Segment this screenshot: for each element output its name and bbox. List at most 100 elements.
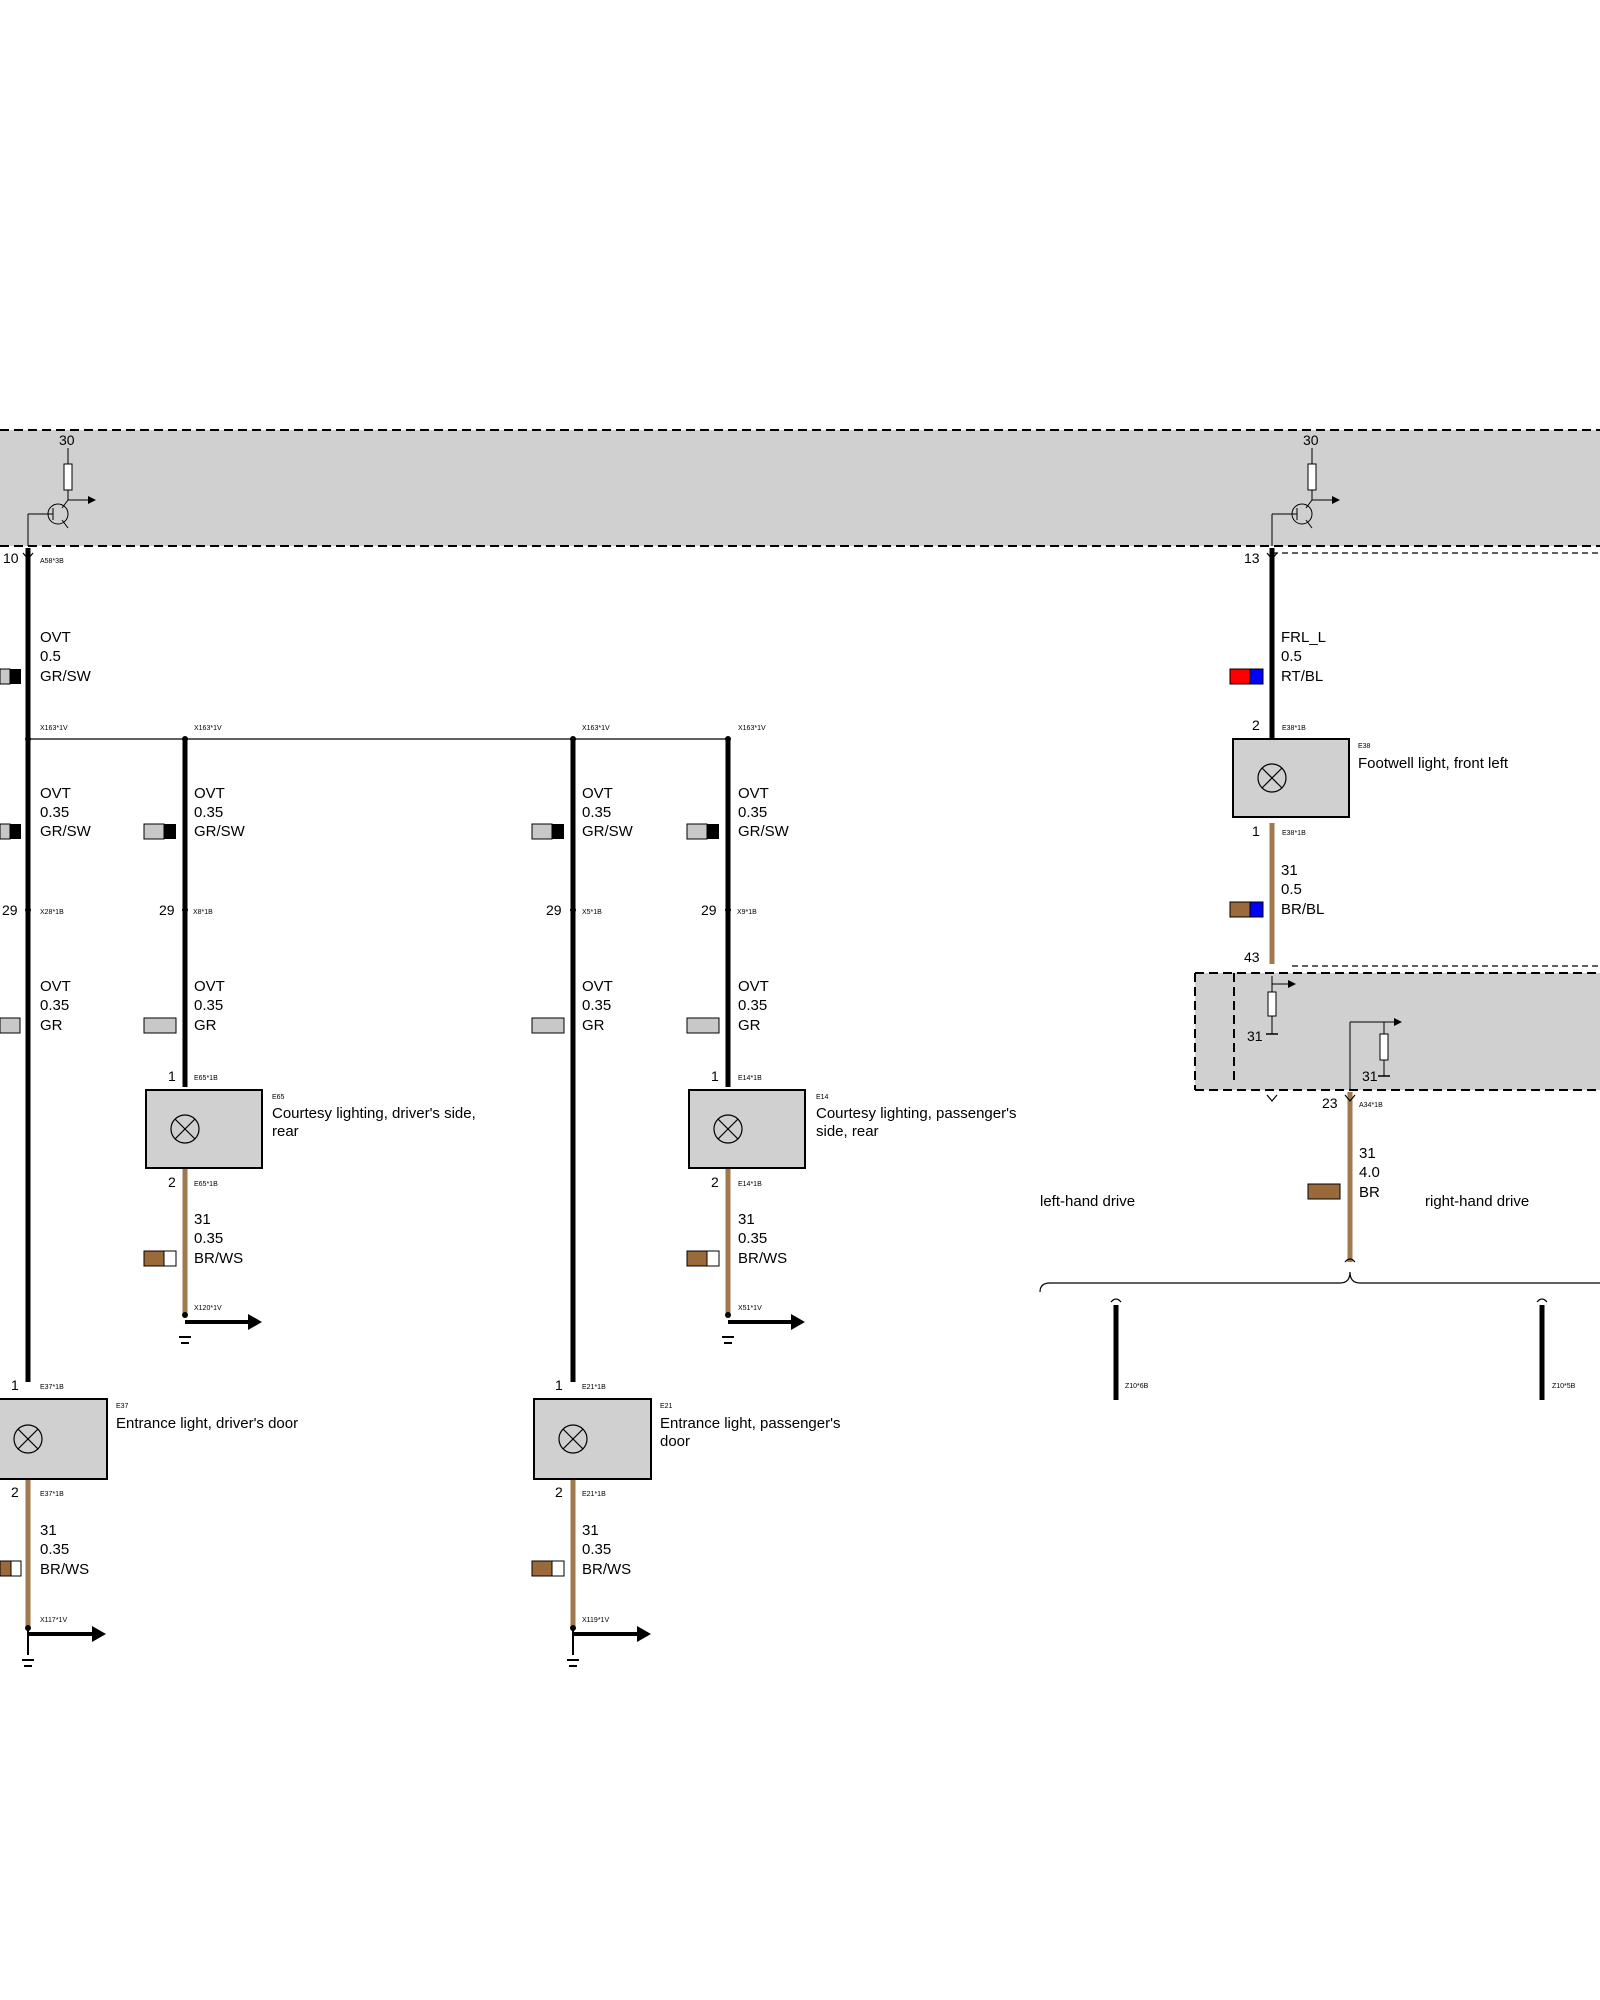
wire-label-w2: FRL_L 0.5 RT/BL xyxy=(1229,629,1326,685)
component-e37-entrance-light-driver: E37 Entrance light, driver's door 1 E37*… xyxy=(0,1377,298,1500)
svg-text:31: 31 xyxy=(738,1211,755,1228)
svg-text:1: 1 xyxy=(555,1377,563,1393)
wire-label-w13: 31 0.35 BR/WS xyxy=(686,1211,787,1267)
svg-text:GR: GR xyxy=(582,1017,605,1034)
svg-text:X51*1V: X51*1V xyxy=(738,1305,762,1312)
svg-text:1: 1 xyxy=(168,1068,176,1084)
svg-text:GR/SW: GR/SW xyxy=(738,823,790,840)
svg-text:OVT: OVT xyxy=(738,785,769,802)
svg-text:0.5: 0.5 xyxy=(1281,881,1302,898)
connector-pin-43: 43 xyxy=(1244,949,1260,965)
pin-number-10: 10 xyxy=(3,550,19,566)
svg-text:GR/SW: GR/SW xyxy=(40,668,92,685)
svg-text:Entrance light, passenger's: Entrance light, passenger's xyxy=(660,1415,840,1432)
svg-text:GR: GR xyxy=(40,1017,63,1034)
splice-bus xyxy=(25,736,731,742)
svg-text:2: 2 xyxy=(1252,717,1260,733)
svg-text:E14*1B: E14*1B xyxy=(738,1075,762,1082)
supply-label-right: 30 xyxy=(1303,432,1319,448)
svg-text:Courtesy lighting, passenger's: Courtesy lighting, passenger's xyxy=(816,1105,1016,1122)
svg-text:Z10*6B: Z10*6B xyxy=(1125,1383,1149,1390)
svg-text:0.35: 0.35 xyxy=(738,804,767,821)
black-wires xyxy=(25,548,1275,1382)
wire-label-w1: OVT 0.5 GR/SW xyxy=(0,629,92,685)
svg-text:OVT: OVT xyxy=(582,785,613,802)
connector-code-X8: X8*1B xyxy=(193,909,213,916)
wire-label-w5: OVT 0.35 GR/SW xyxy=(531,785,634,840)
connector-pin-29-a: 29 xyxy=(2,902,18,918)
svg-text:GR/SW: GR/SW xyxy=(40,823,92,840)
wire-label-w12: 31 0.35 BR/WS xyxy=(143,1211,243,1267)
lower-ground-left: 31 xyxy=(1247,1028,1263,1044)
svg-text:OVT: OVT xyxy=(40,629,71,646)
ground-x120: X120*1V xyxy=(179,1305,262,1344)
svg-text:E38*1B: E38*1B xyxy=(1282,725,1306,732)
transistor-driver-left: 30 xyxy=(27,432,96,546)
svg-text:FRL_L: FRL_L xyxy=(1281,629,1326,646)
variant-left-hand-drive: left-hand drive xyxy=(1040,1193,1135,1210)
svg-text:BR/WS: BR/WS xyxy=(582,1561,631,1578)
svg-text:side, rear: side, rear xyxy=(816,1123,879,1140)
wire-label-w8: OVT 0.35 GR xyxy=(143,978,225,1034)
svg-text:E14: E14 xyxy=(816,1094,829,1101)
connector-code-X28: X28*1B xyxy=(40,909,64,916)
svg-text:0.35: 0.35 xyxy=(738,997,767,1014)
supply-label-left: 30 xyxy=(59,432,75,448)
svg-text:31: 31 xyxy=(1281,862,1298,879)
connector-pin-23: 23 xyxy=(1322,1095,1338,1111)
connector-dots xyxy=(25,907,731,913)
svg-text:GR/SW: GR/SW xyxy=(194,823,246,840)
splice-label-2: X163*1V xyxy=(194,725,222,732)
wire-label-w9: OVT 0.35 GR xyxy=(531,978,613,1034)
svg-text:X120*1V: X120*1V xyxy=(194,1305,222,1312)
svg-text:0.35: 0.35 xyxy=(194,1230,223,1247)
connector-pin-29-d: 29 xyxy=(701,902,717,918)
svg-text:E21: E21 xyxy=(660,1403,673,1410)
wire-label-w6: OVT 0.35 GR/SW xyxy=(686,785,790,840)
ground-z10-5b: Z10*5B xyxy=(1536,1298,1576,1400)
svg-text:E65: E65 xyxy=(272,1094,285,1101)
svg-text:E37*1B: E37*1B xyxy=(40,1384,64,1391)
wire-label-w4: OVT 0.35 GR/SW xyxy=(143,785,246,840)
svg-text:0.35: 0.35 xyxy=(40,804,69,821)
svg-text:31: 31 xyxy=(1359,1145,1376,1162)
wire-label-w11: 31 0.5 BR/BL xyxy=(1229,862,1324,918)
wire-label-w7: OVT 0.35 GR xyxy=(0,978,71,1034)
pin-markers xyxy=(22,552,1356,1102)
svg-text:31: 31 xyxy=(582,1522,599,1539)
svg-text:0.35: 0.35 xyxy=(194,997,223,1014)
connector-pin-29-c: 29 xyxy=(546,902,562,918)
connector-code-X9: X9*1B xyxy=(737,909,757,916)
svg-text:X117*1V: X117*1V xyxy=(40,1617,67,1624)
svg-text:0.5: 0.5 xyxy=(40,648,61,665)
ground-x51: X51*1V xyxy=(722,1305,805,1344)
svg-text:OVT: OVT xyxy=(582,978,613,995)
svg-text:GR/SW: GR/SW xyxy=(582,823,634,840)
svg-text:BR/WS: BR/WS xyxy=(194,1250,243,1267)
svg-text:2: 2 xyxy=(555,1484,563,1500)
svg-text:E65*1B: E65*1B xyxy=(194,1181,218,1188)
svg-text:Entrance light, driver's door: Entrance light, driver's door xyxy=(116,1415,298,1432)
splice-label-4: X163*1V xyxy=(738,725,766,732)
svg-text:BR/BL: BR/BL xyxy=(1281,901,1324,918)
svg-text:OVT: OVT xyxy=(194,978,225,995)
svg-text:1: 1 xyxy=(11,1377,19,1393)
svg-text:0.35: 0.35 xyxy=(194,804,223,821)
svg-text:GR: GR xyxy=(194,1017,217,1034)
svg-text:BR/WS: BR/WS xyxy=(40,1561,89,1578)
svg-text:OVT: OVT xyxy=(194,785,225,802)
svg-text:Footwell light, front left: Footwell light, front left xyxy=(1358,755,1509,772)
svg-text:0.35: 0.35 xyxy=(582,1541,611,1558)
svg-text:E65*1B: E65*1B xyxy=(194,1075,218,1082)
lower-control-module: 31 31 xyxy=(1194,965,1600,1091)
svg-text:E21*1B: E21*1B xyxy=(582,1491,606,1498)
svg-text:1: 1 xyxy=(1252,823,1260,839)
svg-text:0.35: 0.35 xyxy=(738,1230,767,1247)
pin-code-A58: A58*3B xyxy=(40,558,64,565)
connector-code-X5: X5*1B xyxy=(582,909,602,916)
svg-text:E37*1B: E37*1B xyxy=(40,1491,64,1498)
transistor-driver-right: 30 xyxy=(1271,432,1340,546)
svg-text:E21*1B: E21*1B xyxy=(582,1384,606,1391)
svg-text:RT/BL: RT/BL xyxy=(1281,668,1323,685)
